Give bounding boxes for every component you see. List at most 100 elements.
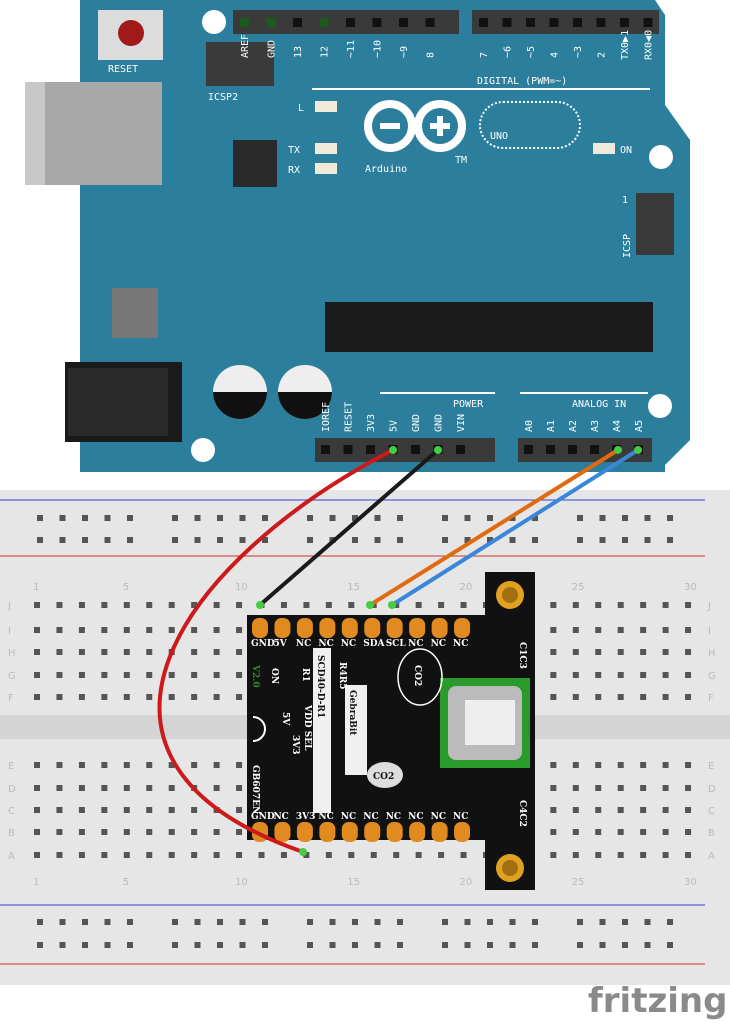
breadboard-hole[interactable] (572, 649, 579, 655)
rail-hole[interactable] (397, 537, 403, 543)
breadboard-hole[interactable] (146, 852, 153, 858)
breadboard-hole[interactable] (640, 602, 647, 608)
module-pin[interactable] (341, 822, 358, 842)
breadboard-hole[interactable] (572, 627, 579, 633)
breadboard-hole[interactable] (550, 627, 557, 633)
breadboard-hole[interactable] (123, 649, 130, 655)
rail-hole[interactable] (577, 515, 583, 521)
rail-hole[interactable] (307, 942, 313, 948)
wire-sda[interactable] (368, 448, 620, 607)
rail-hole[interactable] (577, 537, 583, 543)
breadboard-hole[interactable] (34, 762, 40, 768)
rail-hole[interactable] (194, 919, 201, 925)
breadboard-hole[interactable] (56, 785, 63, 791)
breadboard-hole[interactable] (685, 852, 692, 858)
breadboard-hole[interactable] (617, 852, 624, 858)
breadboard-hole[interactable] (213, 829, 220, 835)
breadboard-hole[interactable] (550, 672, 557, 678)
header-pin[interactable] (411, 445, 420, 454)
breadboard-hole[interactable] (617, 829, 624, 835)
header-pin[interactable] (372, 18, 382, 27)
rail-hole[interactable] (599, 919, 606, 925)
rail-hole[interactable] (644, 537, 651, 543)
rail-hole[interactable] (262, 515, 268, 521)
breadboard-hole[interactable] (168, 785, 175, 791)
breadboard-hole[interactable] (348, 852, 355, 858)
wire-3v3[interactable] (157, 448, 394, 854)
breadboard-hole[interactable] (460, 602, 467, 608)
breadboard-hole[interactable] (303, 852, 310, 858)
breadboard-hole[interactable] (662, 627, 669, 633)
rail-hole[interactable] (82, 515, 88, 521)
breadboard-hole[interactable] (213, 762, 220, 768)
rail-hole[interactable] (464, 537, 471, 543)
wire-gnd[interactable] (258, 448, 440, 607)
breadboard-hole[interactable] (662, 762, 669, 768)
breadboard-hole[interactable] (617, 672, 624, 678)
header-pin[interactable] (366, 445, 375, 454)
breadboard-hole[interactable] (685, 602, 692, 608)
breadboard-hole[interactable] (56, 807, 63, 813)
rail-hole[interactable] (59, 942, 66, 948)
breadboard-hole[interactable] (34, 829, 40, 835)
breadboard-hole[interactable] (303, 602, 310, 608)
header-pin[interactable] (590, 445, 599, 454)
breadboard-hole[interactable] (34, 694, 40, 700)
header-pin[interactable] (596, 18, 606, 27)
header-pin[interactable] (502, 18, 512, 27)
breadboard-hole[interactable] (78, 649, 85, 655)
rail-hole[interactable] (37, 515, 43, 521)
breadboard-hole[interactable] (168, 602, 175, 608)
breadboard-hole[interactable] (236, 829, 243, 835)
breadboard-hole[interactable] (78, 852, 85, 858)
header-pin[interactable] (319, 18, 329, 27)
breadboard-hole[interactable] (550, 694, 557, 700)
breadboard-hole[interactable] (123, 829, 130, 835)
module-pin[interactable] (341, 618, 358, 638)
breadboard-hole[interactable] (146, 672, 153, 678)
rail-hole[interactable] (172, 537, 178, 543)
breadboard-hole[interactable] (662, 694, 669, 700)
rail-hole[interactable] (487, 515, 493, 521)
rail-hole[interactable] (194, 942, 201, 948)
breadboard-hole[interactable] (146, 762, 153, 768)
breadboard-hole[interactable] (146, 785, 153, 791)
module-pin[interactable] (296, 618, 313, 638)
breadboard-hole[interactable] (191, 762, 198, 768)
breadboard-hole[interactable] (572, 785, 579, 791)
breadboard-hole[interactable] (168, 627, 175, 633)
rail-hole[interactable] (509, 942, 516, 948)
breadboard-hole[interactable] (617, 627, 624, 633)
breadboard-hole[interactable] (640, 694, 647, 700)
breadboard-hole[interactable] (78, 807, 85, 813)
breadboard-hole[interactable] (168, 672, 175, 678)
breadboard-hole[interactable] (415, 852, 422, 858)
rail-hole[interactable] (59, 537, 66, 543)
rail-hole[interactable] (104, 537, 111, 543)
breadboard-hole[interactable] (78, 627, 85, 633)
rail-hole[interactable] (239, 537, 246, 543)
module-pin[interactable] (454, 822, 471, 842)
breadboard-hole[interactable] (146, 602, 153, 608)
breadboard-hole[interactable] (101, 672, 108, 678)
breadboard-hole[interactable] (34, 627, 40, 633)
breadboard-hole[interactable] (595, 649, 602, 655)
rail-hole[interactable] (622, 942, 628, 948)
breadboard-hole[interactable] (662, 852, 669, 858)
breadboard-hole[interactable] (78, 762, 85, 768)
module-pin[interactable] (409, 618, 426, 638)
rail-hole[interactable] (644, 919, 651, 925)
breadboard-hole[interactable] (617, 649, 624, 655)
breadboard-hole[interactable] (146, 694, 153, 700)
breadboard-hole[interactable] (685, 649, 692, 655)
breadboard-hole[interactable] (191, 694, 198, 700)
rail-hole[interactable] (352, 919, 358, 925)
breadboard-hole[interactable] (236, 649, 243, 655)
breadboard-hole[interactable] (101, 694, 108, 700)
module-pin[interactable] (409, 822, 426, 842)
breadboard-hole[interactable] (146, 627, 153, 633)
breadboard-hole[interactable] (34, 785, 40, 791)
rail-hole[interactable] (307, 919, 313, 925)
header-pin[interactable] (546, 445, 555, 454)
breadboard-hole[interactable] (640, 807, 647, 813)
